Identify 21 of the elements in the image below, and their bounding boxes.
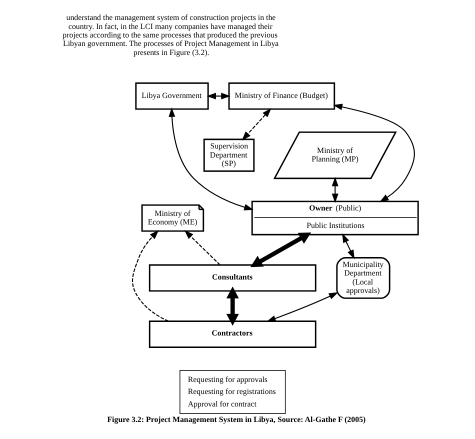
arrow [242, 108, 272, 141]
arrow [332, 176, 338, 204]
arrow [206, 92, 231, 100]
node-box: Contractors [148, 320, 316, 348]
node-box: Consultants [148, 264, 316, 292]
node-box: Supervision Department (SP) [203, 138, 255, 172]
node-box: Libya Government [135, 82, 209, 110]
legend-label: Requesting for approvals [188, 374, 268, 384]
arrow [342, 233, 355, 260]
arrow [266, 292, 338, 322]
caption: Figure 3.2: Project Management System in Libya, Source: Al-Gathe F (2005) [107, 415, 366, 424]
arrow [226, 286, 239, 326]
node-box: Municipality Department (Local approvals) [336, 257, 390, 299]
legend-label: Approval for contract [188, 399, 257, 408]
node-box: Ministry of Finance (Budget) [228, 82, 336, 110]
arrow [168, 108, 254, 210]
arrow [184, 230, 220, 266]
label: understand the management system of construction projects in the country. In fact, in the LCI many companies have managed their projects according to the same processes that produced the previous Libyan government. The processes of Project Management in Libya presents in Figure (3.2). [62, 13, 279, 57]
legend-label: Requesting for registrations [188, 387, 276, 396]
arrow [132, 230, 169, 322]
arrow [250, 232, 312, 268]
